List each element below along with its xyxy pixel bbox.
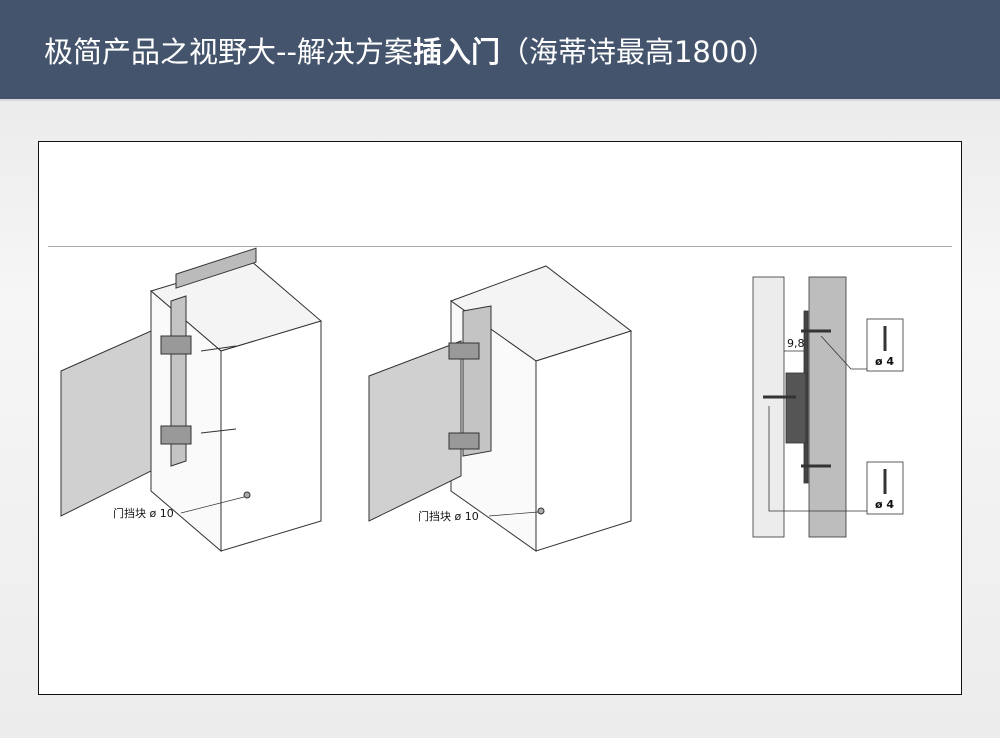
hinge-detail: [752, 276, 904, 538]
door-stop-label-middle: 门挡块 ø 10: [418, 509, 479, 523]
screw-label-bottom: ø 4: [875, 498, 894, 511]
slide-header: 极简产品之视野大--解决方案插入门（海蒂诗最高1800）: [0, 0, 1000, 101]
divider: [48, 246, 952, 247]
illustrations: 门挡块 ø 10 门挡块 ø 10: [60, 247, 904, 553]
title-prefix: 极简产品之视野大--解决方案: [44, 35, 413, 69]
door-stop-label-left: 门挡块 ø 10: [113, 506, 174, 520]
dimension-label: 9,8: [787, 337, 805, 350]
title-suffix: （海蒂诗最高1800）: [499, 35, 777, 69]
screw-label-top: ø 4: [875, 355, 894, 368]
title-bold: 插入门: [412, 35, 500, 69]
cabinet-left: [60, 247, 323, 553]
diagram-frame: 门挡块 ø 10 门挡块 ø 10: [38, 141, 962, 695]
slide-title: 极简产品之视野大--解决方案插入门（海蒂诗最高1800）: [44, 29, 777, 71]
cabinet-middle: [368, 265, 633, 552]
